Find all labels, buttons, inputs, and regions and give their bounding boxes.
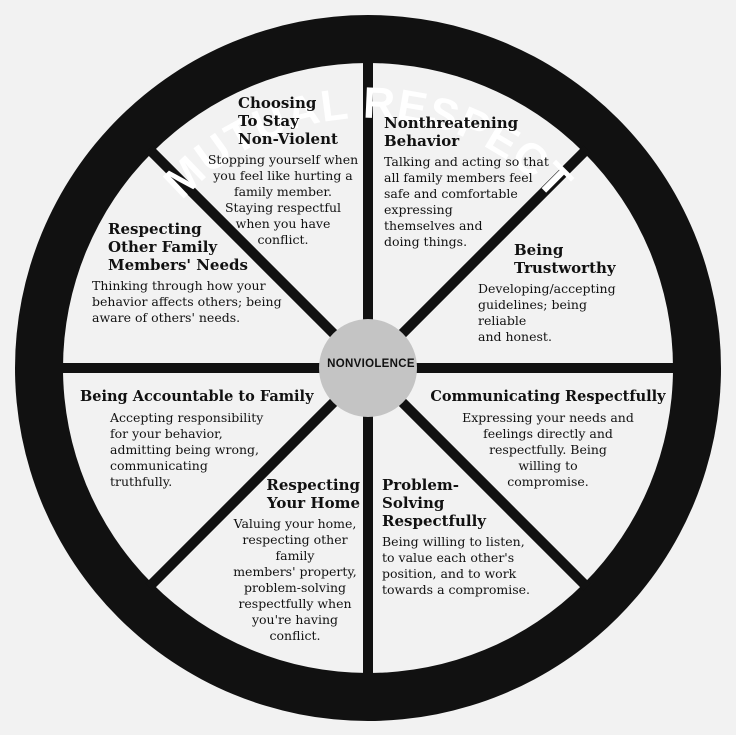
section-title: Choosing To Stay Non-Violent (238, 94, 338, 148)
spokes (58, 58, 678, 678)
section-trustworthy: Being Trustworthy Developing/accepting g… (470, 241, 630, 345)
section-title: Nonthreatening Behavior (384, 114, 519, 150)
section-communicating: Communicating Respectfully Expressing yo… (428, 388, 668, 490)
spoke-6 (145, 364, 372, 591)
section-choosing: Choosing To Stay Non-Violent Stopping yo… (198, 94, 368, 248)
section-body: Developing/accepting guidelines; being r… (478, 281, 616, 344)
section-accountable: Being Accountable to Family Accepting re… (80, 388, 320, 490)
section-title: Problem- Solving Respectfully (382, 476, 487, 530)
hub-label: NONVIOLENCE (327, 358, 415, 370)
spoke-2 (364, 145, 591, 372)
section-body: Talking and acting so that all family me… (384, 154, 549, 249)
section-body: Valuing your home, respecting other fami… (233, 516, 357, 643)
section-problem: Problem- Solving Respectfully Being will… (382, 476, 552, 598)
section-title: Being Trustworthy (514, 241, 616, 277)
section-nonthreatening: Nonthreatening Behavior Talking and acti… (384, 114, 564, 250)
section-body: Accepting responsibility for your behavi… (110, 410, 264, 489)
section-body: Thinking through how your behavior affec… (92, 278, 282, 325)
section-body: Stopping yourself when you feel like hur… (207, 152, 359, 247)
hub-circle (319, 319, 417, 417)
section-title: Being Accountable to Family (80, 388, 314, 405)
section-title: Respecting Your Home (266, 476, 360, 512)
section-home: Respecting Your Home Valuing your home, … (222, 476, 368, 644)
section-title: Respecting Other Family Members' Needs (108, 220, 248, 274)
section-title: Communicating Respectfully (430, 388, 666, 405)
spoke-4 (364, 364, 591, 591)
section-body: Expressing your needs and feelings direc… (462, 410, 634, 489)
section-needs: Respecting Other Family Members' Needs T… (88, 220, 298, 326)
section-body: Being willing to listen, to value each o… (382, 534, 531, 597)
spoke-8 (145, 145, 372, 372)
